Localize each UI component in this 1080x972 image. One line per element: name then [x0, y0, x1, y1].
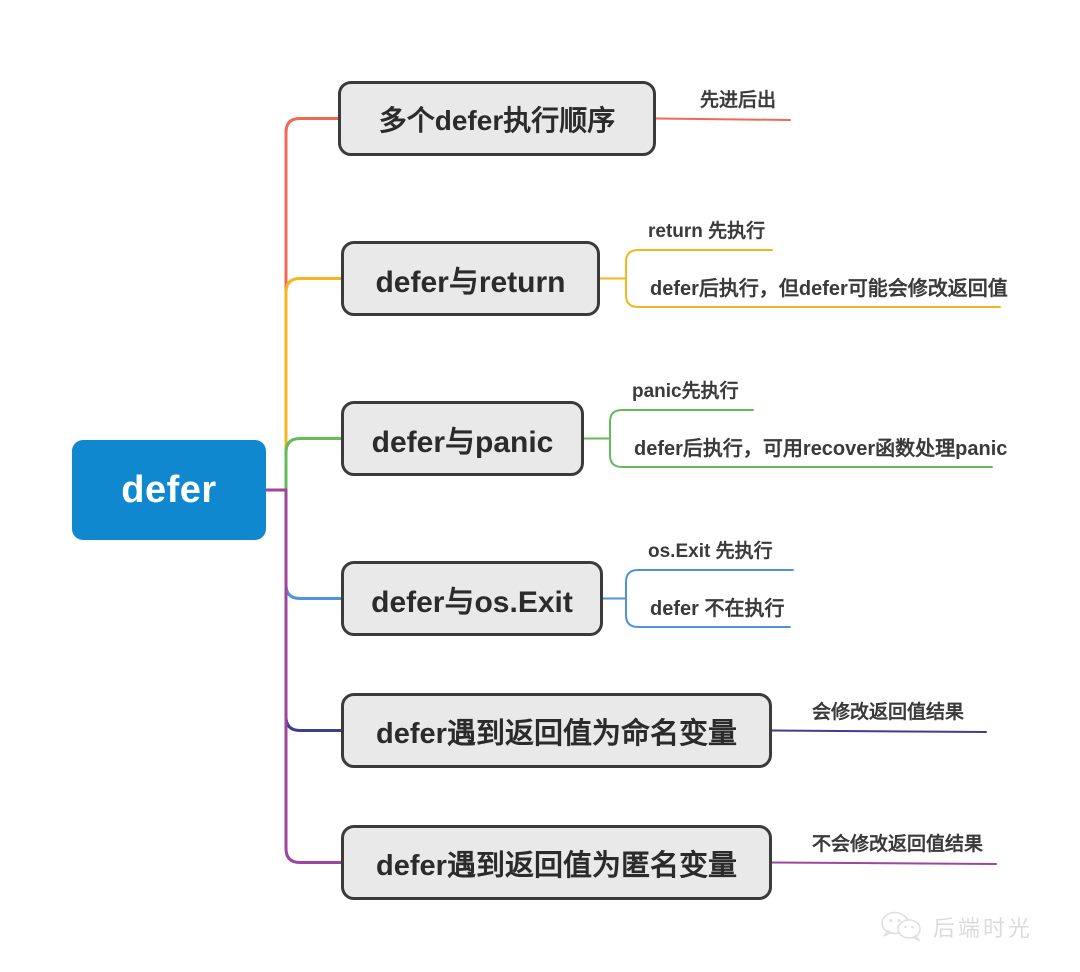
leaf-label[interactable]: 先进后出	[700, 90, 777, 111]
watermark: 后端时光	[880, 910, 1033, 944]
branch-node[interactable]: defer与panic	[341, 401, 584, 476]
leaf-label[interactable]: return 先执行	[648, 221, 766, 242]
branch-connector	[284, 437, 343, 492]
branch-node-label: defer与os.Exit	[371, 585, 573, 619]
leaf-label[interactable]: defer 不在执行	[650, 598, 785, 620]
branch-node-label: defer遇到返回值为命名变量	[376, 717, 737, 750]
leaf-label[interactable]: defer后执行，可用recover函数处理panic	[634, 438, 1008, 460]
branch-connector	[284, 117, 340, 492]
leaf-label[interactable]: os.Exit 先执行	[648, 541, 773, 562]
watermark-text: 后端时光	[933, 916, 1034, 941]
branch-node[interactable]: defer与os.Exit	[341, 561, 603, 636]
root-node-label: defer	[121, 468, 217, 511]
branch-connector	[284, 488, 343, 600]
wechat-icon	[881, 911, 921, 942]
leaf-label[interactable]: defer后执行，但defer可能会修改返回值	[650, 278, 1008, 300]
branch-connector	[284, 277, 343, 492]
root-node[interactable]: defer	[72, 440, 266, 540]
leaf-connector	[655, 117, 791, 121]
leaf-label[interactable]: 会修改返回值结果	[812, 702, 965, 723]
branch-connector	[284, 488, 343, 864]
branch-node-label: defer与return	[375, 265, 566, 299]
branch-node[interactable]: 多个defer执行顺序	[338, 81, 656, 156]
branch-node-label: 多个defer执行顺序	[378, 104, 616, 136]
leaf-connector	[771, 861, 997, 865]
leaf-connector	[771, 729, 987, 733]
branch-node-label: defer与panic	[371, 425, 554, 459]
branch-node[interactable]: defer遇到返回值为命名变量	[341, 693, 772, 768]
branch-connector	[284, 488, 343, 732]
branch-node[interactable]: defer与return	[341, 241, 600, 316]
leaf-label[interactable]: panic先执行	[632, 381, 739, 402]
branch-node-label: defer遇到返回值为匿名变量	[376, 849, 737, 882]
leaf-label[interactable]: 不会修改返回值结果	[812, 834, 984, 855]
branch-node[interactable]: defer遇到返回值为匿名变量	[341, 825, 772, 900]
